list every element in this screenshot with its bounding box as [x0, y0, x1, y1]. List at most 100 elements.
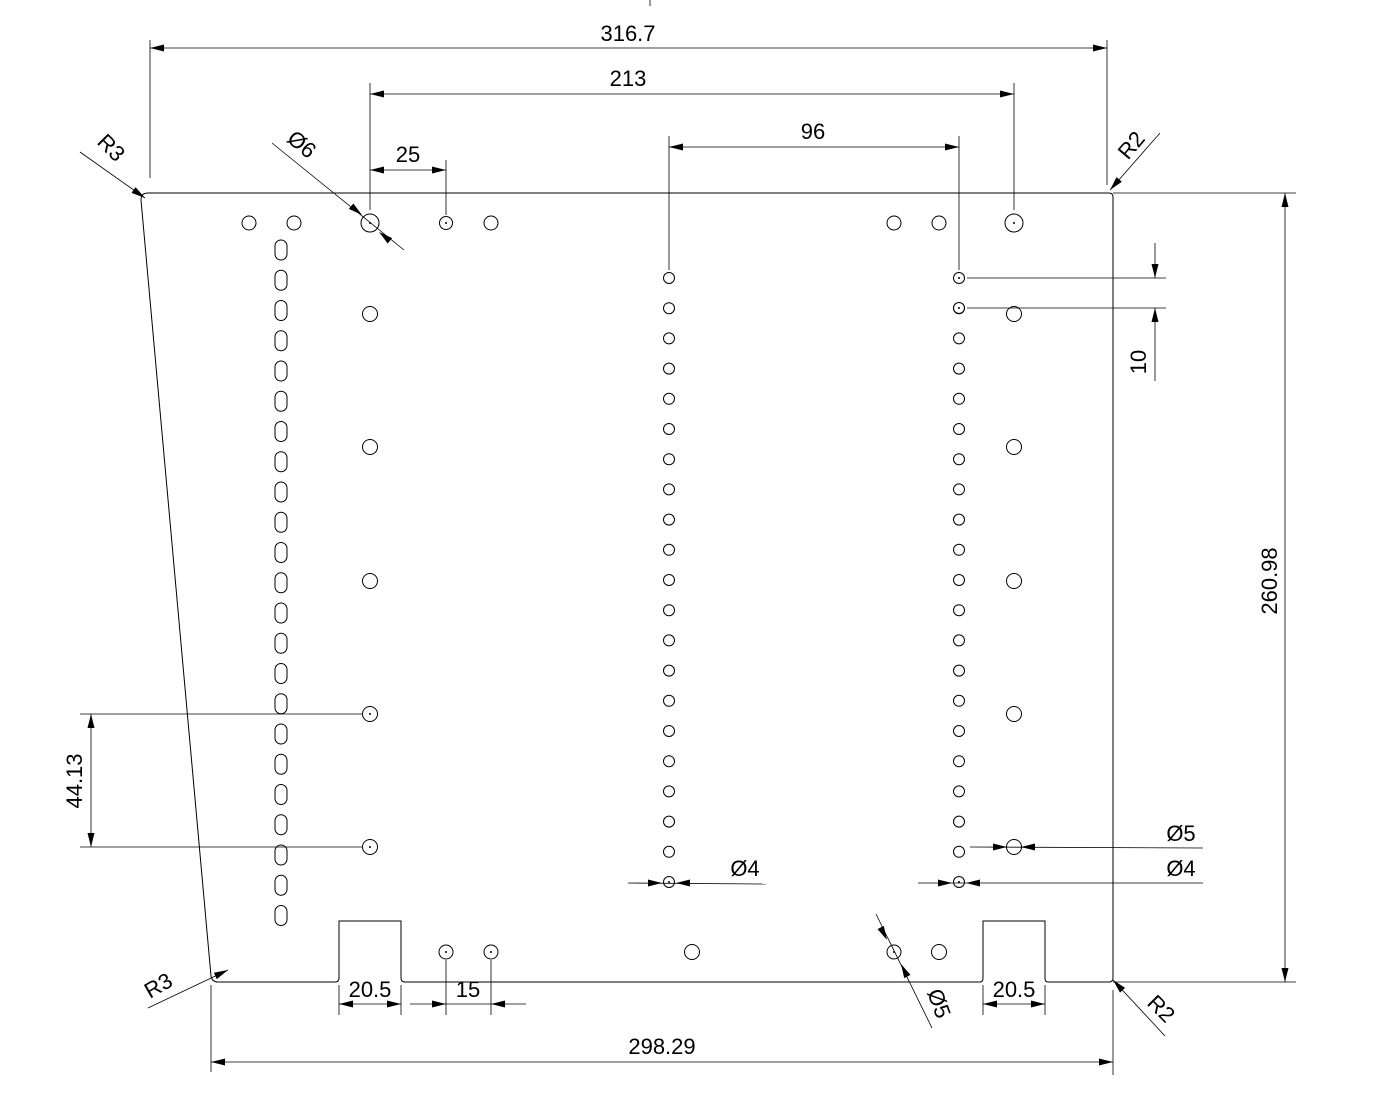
mounting-hole [663, 785, 675, 798]
mounting-hole [663, 664, 675, 677]
mounting-hole [931, 944, 947, 960]
dimension-arrow [1151, 308, 1159, 322]
mounting-hole [362, 439, 378, 455]
hole-center-mark [958, 881, 960, 883]
dimension-arrow [432, 1000, 446, 1008]
dimension-line [271, 142, 405, 251]
dimension-arrow [877, 925, 887, 940]
mounting-hole [953, 845, 965, 858]
mounting-hole [953, 483, 965, 496]
mounting-hole [953, 785, 965, 798]
dimension-arrow [648, 879, 662, 887]
slot-hole [274, 300, 288, 321]
mounting-hole [663, 725, 675, 737]
dimension-arrow [370, 166, 384, 174]
mounting-hole [663, 513, 675, 526]
dimension-arrow [1031, 1000, 1045, 1008]
callout-dia-4-right: Ø4 [1166, 856, 1195, 881]
hole-center-mark [369, 846, 371, 848]
dimension-arrow [131, 187, 145, 198]
mounting-hole [663, 362, 675, 375]
slot-hole [274, 481, 288, 503]
mounting-hole [663, 272, 675, 284]
slot-hole [274, 269, 288, 291]
mounting-hole [663, 483, 675, 496]
dimension-arrow [339, 1000, 353, 1008]
callout-r3-top-left: R3 [93, 129, 131, 167]
dim-298-29: 298.29 [628, 1034, 695, 1059]
dimension-arrow [1099, 1058, 1113, 1066]
dimension-arrow [901, 964, 911, 979]
dimension-arrow [669, 143, 683, 151]
dimension-arrow [213, 970, 228, 980]
mounting-hole [663, 332, 675, 345]
mounting-hole [362, 573, 378, 589]
mounting-hole [1006, 573, 1022, 589]
mounting-hole [953, 664, 965, 677]
mounting-hole [953, 634, 965, 647]
hole-center-mark [1013, 222, 1015, 224]
mounting-hole [953, 423, 965, 435]
slot-hole [274, 239, 288, 261]
dimension-arrow [993, 843, 1007, 851]
dimension-arrow [1281, 193, 1289, 207]
callout-dia-4-center: Ø4 [730, 856, 759, 881]
dimension-arrow [348, 203, 362, 215]
mounting-hole [663, 574, 675, 586]
mounting-hole [663, 694, 675, 707]
slot-hole [274, 421, 288, 442]
hole-center-mark [958, 277, 960, 279]
holes-group [241, 213, 1024, 960]
mounting-hole [663, 453, 675, 466]
dimension-arrow [938, 879, 952, 887]
slot-hole [274, 844, 288, 866]
mounting-hole [663, 423, 675, 435]
mounting-hole [953, 725, 965, 737]
slot-hole [274, 663, 288, 684]
slot-hole [274, 572, 288, 594]
slot-hole [274, 723, 288, 745]
dimension-arrow [1113, 980, 1126, 993]
dim-lines-group [79, 40, 1296, 1075]
callout-dia-5-right: Ø5 [1166, 821, 1195, 846]
hole-center-mark [958, 307, 960, 309]
dim-260-98: 260.98 [1257, 547, 1282, 614]
dim-96: 96 [801, 119, 825, 144]
mounting-hole [953, 604, 965, 617]
mounting-hole [953, 694, 965, 707]
hole-center-mark [668, 881, 670, 883]
dimension-arrow [87, 833, 95, 847]
callout-dia-6: Ø6 [283, 125, 322, 163]
dimension-arrow [945, 143, 959, 151]
dimension-arrow [379, 232, 393, 244]
dim-15: 15 [456, 977, 480, 1002]
dimension-arrow [150, 44, 164, 52]
mounting-hole [684, 944, 700, 960]
dimension-line [147, 969, 229, 1009]
callout-r2-bottom-right: R2 [1143, 990, 1181, 1028]
dimension-arrow [370, 90, 384, 98]
mounting-hole [663, 634, 675, 647]
dimension-arrow [491, 1000, 505, 1008]
dim-316-7: 316.7 [600, 21, 655, 46]
mounting-hole [663, 755, 675, 768]
hole-center-mark [369, 713, 371, 715]
mounting-hole [953, 543, 965, 556]
dim-44-13: 44.13 [62, 753, 87, 808]
mounting-hole [663, 815, 675, 828]
slot-hole [274, 330, 288, 352]
mounting-hole [953, 453, 965, 466]
mounting-hole [953, 815, 965, 828]
slot-hole [274, 451, 288, 473]
dimension-arrow [1281, 968, 1289, 982]
slot-hole [274, 632, 288, 654]
dimension-arrow [966, 879, 980, 887]
dimension-arrow [1021, 843, 1035, 851]
slot-hole [274, 693, 288, 715]
dimension-arrow [1093, 44, 1107, 52]
hole-center-mark [490, 951, 492, 953]
slot-hole [274, 360, 288, 382]
dimension-arrow [1151, 264, 1159, 278]
slot-hole [274, 814, 288, 836]
mounting-hole [953, 755, 965, 768]
